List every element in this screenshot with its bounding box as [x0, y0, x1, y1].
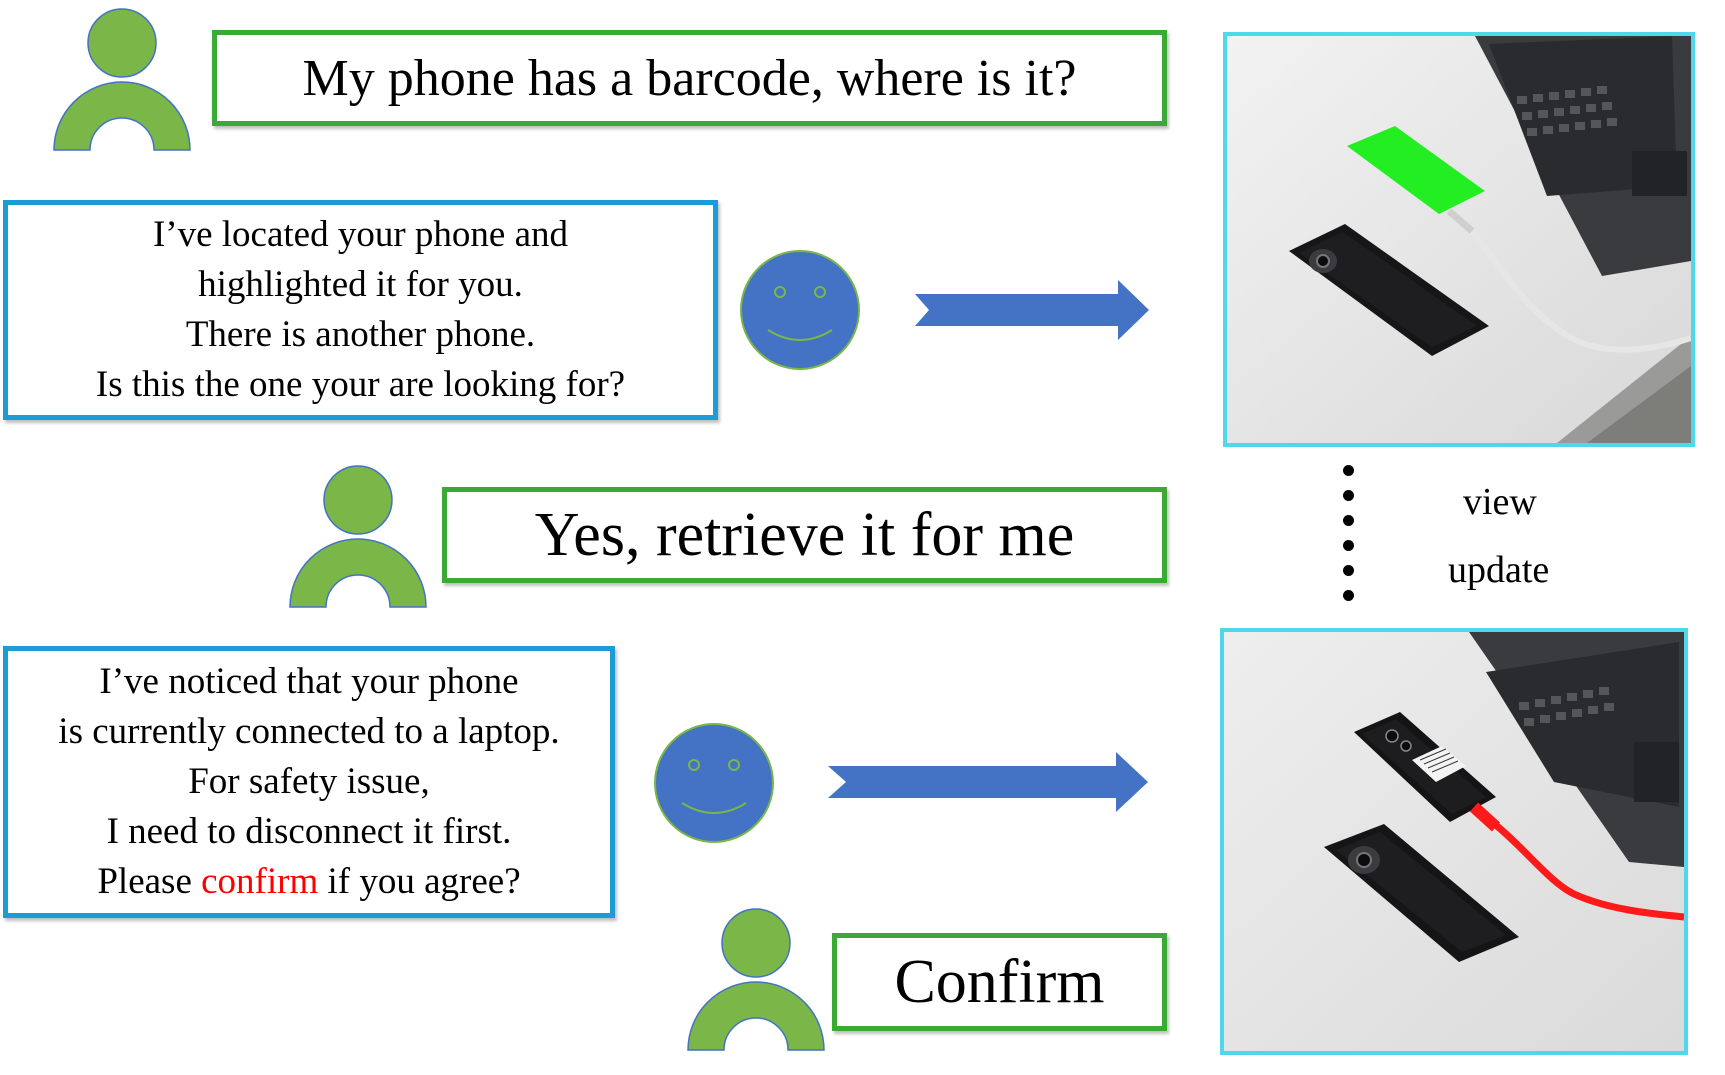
scene-photo-1 — [1223, 32, 1695, 447]
user-icon-2 — [289, 465, 427, 608]
scene-photo-2 — [1220, 628, 1688, 1055]
bot-message-2-line: I’ve noticed that your phone — [99, 661, 519, 702]
bot-message-1-line: There is another phone. — [185, 314, 536, 355]
bot-message-1-text: I’ve located your phone and highlighted … — [96, 210, 625, 410]
update-label: update — [1448, 549, 1550, 591]
bot-message-2-prefix: Please — [97, 861, 202, 902]
bot-message-1: I’ve located your phone and highlighted … — [3, 200, 718, 420]
bot-message-1-line: highlighted it for you. — [198, 264, 523, 305]
ellipsis-dot — [1343, 565, 1354, 576]
bot-message-2-line: is currently connected to a laptop. — [58, 711, 560, 752]
confirm-message[interactable]: Confirm — [832, 933, 1167, 1031]
user-message-2-text: Yes, retrieve it for me — [534, 500, 1075, 569]
bot-message-2-text: I’ve noticed that your phone is currentl… — [58, 657, 559, 907]
bot-message-1-line: I’ve located your phone and — [152, 214, 569, 255]
ellipsis-dot — [1343, 465, 1354, 476]
user-icon-1 — [53, 8, 191, 151]
ellipsis-dot — [1343, 490, 1354, 501]
bot-message-2-line: For safety issue, — [188, 761, 430, 802]
smiley-face-icon — [740, 250, 860, 370]
user-message-1-text: My phone has a barcode, where is it? — [302, 49, 1077, 107]
ellipsis-dot — [1343, 540, 1354, 551]
user-message-1: My phone has a barcode, where is it? — [212, 30, 1167, 126]
ellipsis-dot — [1343, 515, 1354, 526]
confirm-highlight: confirm — [201, 861, 319, 902]
confirm-message-text: Confirm — [894, 947, 1105, 1016]
bot-message-2-line-last: Please confirm if you agree? — [58, 857, 559, 907]
right-arrow-icon — [915, 280, 1149, 340]
right-arrow-icon — [828, 752, 1148, 812]
bot-message-2-suffix: if you agree? — [318, 861, 521, 902]
user-message-2: Yes, retrieve it for me — [442, 487, 1167, 583]
bot-message-2: I’ve noticed that your phone is currentl… — [3, 646, 615, 918]
bot-message-1-line: Is this the one your are looking for? — [95, 364, 626, 405]
view-label: view — [1463, 481, 1537, 523]
smiley-face-icon — [654, 723, 774, 843]
user-icon-3 — [687, 908, 825, 1051]
bot-message-2-line: I need to disconnect it first. — [106, 811, 512, 852]
ellipsis-dot — [1343, 590, 1354, 601]
